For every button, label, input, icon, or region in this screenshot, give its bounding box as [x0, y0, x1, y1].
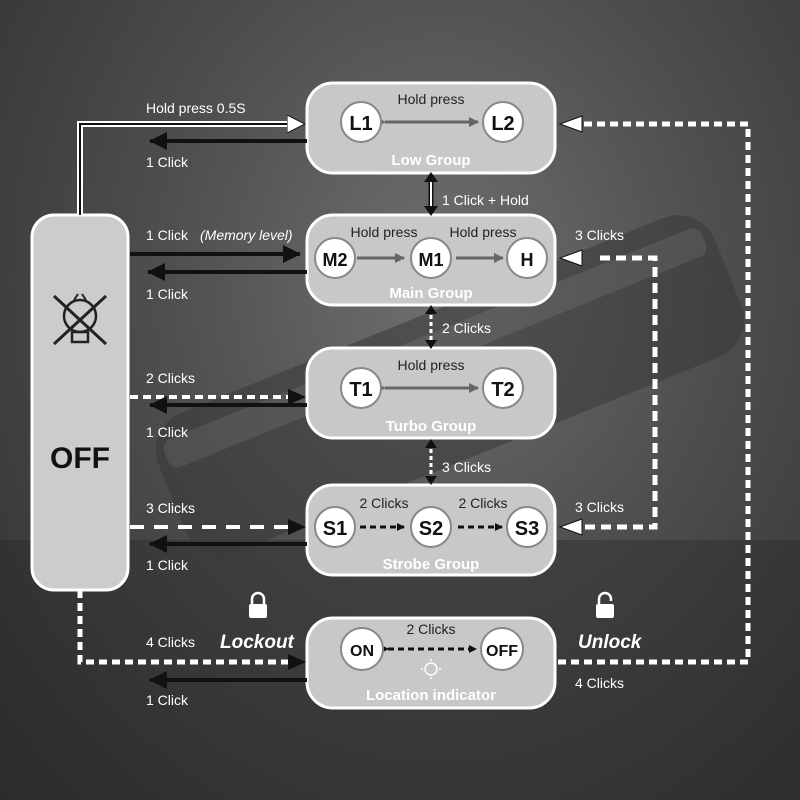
mode-ON: ON — [350, 643, 374, 660]
mode-L1: L1 — [349, 113, 372, 135]
main-transition-label-1: Hold press — [351, 224, 418, 240]
lockout-label: Lockout — [220, 632, 295, 653]
memory-note: (Memory level) — [200, 227, 293, 243]
low-transition-label: Hold press — [398, 91, 465, 107]
bulb-off-icon — [52, 293, 108, 346]
mode-S3: S3 — [515, 518, 539, 540]
off-to-strobe-label: 3 Clicks — [146, 500, 195, 516]
lockout-to-off-label: 1 Click — [146, 692, 189, 708]
location-group[interactable]: 2 Clicks ON OFF Location indicator — [305, 616, 557, 710]
mode-H: H — [521, 250, 534, 270]
location-group-title: Location indicator — [366, 687, 496, 704]
strobe-group-title: Strobe Group — [383, 556, 480, 573]
low-to-off-label: 1 Click — [146, 154, 189, 170]
main-group-title: Main Group — [389, 285, 472, 302]
low-group[interactable]: Hold press L1 L2 Low Group — [305, 81, 557, 175]
mode-M1: M1 — [418, 250, 443, 270]
link-off-low: Hold press 0.5S 1 Click — [77, 100, 307, 215]
off-label: OFF — [50, 442, 110, 475]
link-off-lockout: 4 Clicks 1 Click Lockout — [77, 590, 307, 708]
link-unlock: Unlock 4 Clicks — [558, 115, 751, 691]
link-off-turbo: 2 Clicks 1 Click — [130, 370, 307, 440]
lock-icon — [249, 591, 267, 618]
link-off-main: 1 Click (Memory level) 1 Click — [130, 227, 307, 302]
low-main-label: 1 Click + Hold — [442, 192, 529, 208]
main-group[interactable]: Hold press Hold press M2 M1 H Main Group — [305, 213, 557, 307]
turbo-group-title: Turbo Group — [386, 418, 477, 435]
off-to-lockout-label: 4 Clicks — [146, 634, 195, 650]
location-transition-label: 2 Clicks — [406, 621, 455, 637]
mode-T1: T1 — [349, 379, 372, 401]
main-to-off-label: 1 Click — [146, 286, 189, 302]
off-to-main-label: 1 Click — [146, 227, 189, 243]
off-to-turbo-label: 2 Clicks — [146, 370, 195, 386]
link-off-strobe: 3 Clicks 1 Click — [130, 500, 307, 573]
unlock-icon — [596, 591, 614, 618]
link-low-main: 1 Click + Hold — [424, 172, 529, 216]
turbo-strobe-label: 3 Clicks — [442, 459, 491, 475]
strobe-group[interactable]: 2 Clicks 2 Clicks S1 S2 S3 Strobe Group — [305, 483, 557, 577]
mode-T2: T2 — [491, 379, 514, 401]
sun-icon — [421, 659, 441, 679]
mode-OFF-loc: OFF — [486, 643, 518, 660]
main-turbo-label: 2 Clicks — [442, 320, 491, 336]
turbo-to-off-label: 1 Click — [146, 424, 189, 440]
link-turbo-strobe: 3 Clicks — [425, 439, 491, 485]
off-to-low-label: Hold press 0.5S — [146, 100, 246, 116]
main-to-strobe-label: 3 Clicks — [575, 227, 624, 243]
strobe-transition-label-1: 2 Clicks — [359, 495, 408, 511]
unlock-label: Unlock — [578, 632, 643, 653]
mode-S1: S1 — [323, 518, 347, 540]
turbo-transition-label: Hold press — [398, 357, 465, 373]
strobe-right-label: 3 Clicks — [575, 499, 624, 515]
unlock-clicks-label: 4 Clicks — [575, 675, 624, 691]
turbo-group[interactable]: Hold press T1 T2 Turbo Group — [305, 346, 557, 440]
strobe-transition-label-2: 2 Clicks — [458, 495, 507, 511]
mode-L2: L2 — [491, 113, 514, 135]
main-transition-label-2: Hold press — [450, 224, 517, 240]
mode-M2: M2 — [322, 250, 347, 270]
off-panel[interactable]: OFF — [30, 213, 130, 592]
strobe-to-off-label: 1 Click — [146, 557, 189, 573]
mode-S2: S2 — [419, 518, 443, 540]
low-group-title: Low Group — [391, 152, 470, 169]
link-main-strobe: 3 Clicks 3 Clicks — [558, 227, 658, 536]
link-main-turbo: 2 Clicks — [425, 305, 491, 349]
